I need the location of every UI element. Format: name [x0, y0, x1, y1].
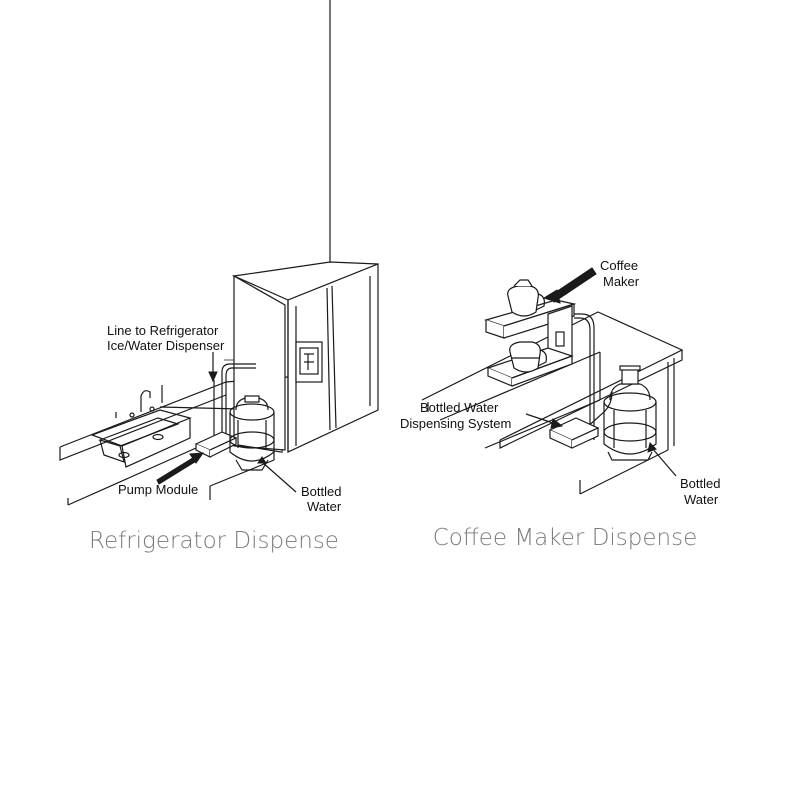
dispensing-system [548, 417, 600, 449]
coffee-callout-arrows [525, 267, 677, 477]
refrigerator [231, 0, 379, 453]
refrigerator-dispense-illustration: Line to Refrigerator Ice/Water Dispenser… [59, 0, 379, 514]
system-label-line2: Dispensing System [400, 416, 511, 431]
line-label-line1: Line to Refrigerator [107, 323, 219, 338]
callout-arrows [156, 352, 297, 493]
bottled-water-label-right: Bottled Water [680, 476, 724, 507]
coffee-maker-dispense-illustration: Coffee Maker Bottled Water Dispensing Sy… [400, 258, 724, 507]
coffee-maker-dispense-caption: Coffee Maker Dispense [433, 525, 698, 551]
coffee-label-line1: Coffee [600, 258, 638, 273]
sink [90, 390, 192, 468]
line-to-refrigerator-label: Line to Refrigerator Ice/Water Dispenser [107, 323, 225, 353]
line-label-line2: Ice/Water Dispenser [107, 338, 225, 353]
coffee-counter [421, 311, 684, 495]
system-label-line1: Bottled Water [420, 400, 499, 415]
coffee-maker [483, 279, 577, 387]
dispensing-system-label: Bottled Water Dispensing System [400, 400, 511, 431]
bottled-label-line2: Water [307, 499, 342, 514]
coffee-water-bottle [603, 365, 657, 461]
refrigerator-dispense-caption: Refrigerator Dispense [89, 528, 339, 554]
coffee-bottled-line2: Water [684, 492, 719, 507]
coffee-bottled-line1: Bottled [680, 476, 720, 491]
coffee-label-line2: Maker [603, 274, 640, 289]
supply-line [221, 363, 256, 440]
pump-module-label: Pump Module [118, 482, 198, 497]
coffee-maker-label: Coffee Maker [600, 258, 642, 289]
bottled-label-line1: Bottled [301, 484, 341, 499]
bottled-water-label-left: Bottled Water [301, 484, 345, 514]
